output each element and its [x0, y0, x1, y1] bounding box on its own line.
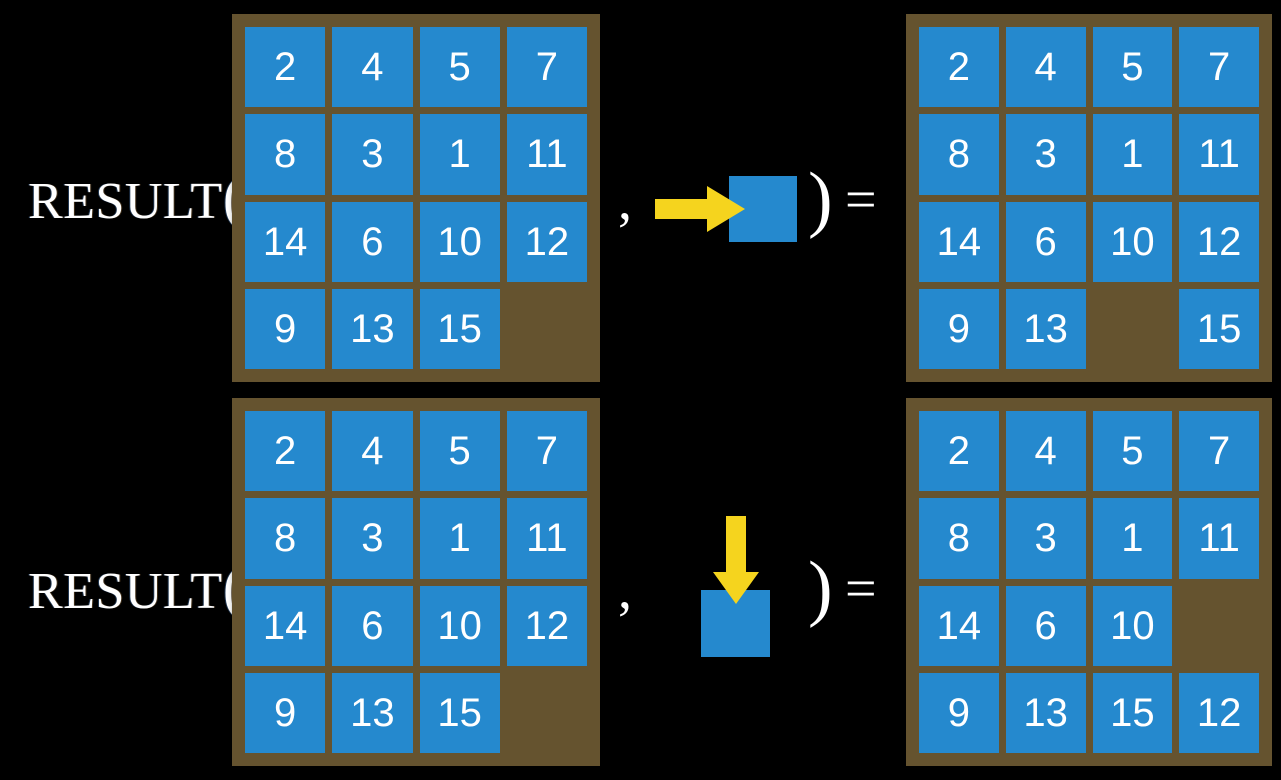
argument-separator-comma-1: ,	[618, 170, 632, 232]
puzzle-tile[interactable]: 3	[332, 498, 413, 579]
result-word-1: RESULT	[28, 173, 223, 230]
puzzle-tile[interactable]: 13	[332, 288, 413, 369]
puzzle-tile[interactable]: 2	[919, 27, 999, 108]
puzzle-tile[interactable]: 9	[245, 672, 326, 753]
puzzle-tile[interactable]: 13	[1005, 672, 1086, 753]
puzzle-tile[interactable]: 15	[1179, 288, 1259, 369]
puzzle-tile[interactable]: 14	[245, 201, 326, 282]
empty-cell	[507, 289, 587, 369]
puzzle-tile[interactable]: 11	[506, 498, 587, 579]
equals-sign-2: =	[845, 558, 877, 620]
arrow-right-icon	[655, 186, 745, 232]
empty-cell	[1093, 289, 1173, 369]
puzzle-tile[interactable]: 1	[1092, 498, 1173, 579]
result-function-label-1: RESULT(	[28, 167, 244, 232]
puzzle-tile[interactable]: 11	[1179, 114, 1259, 195]
puzzle-tile[interactable]: 9	[245, 288, 326, 369]
puzzle-tile[interactable]: 6	[332, 201, 413, 282]
puzzle-tile[interactable]: 13	[332, 672, 413, 753]
result-word-2: RESULT	[28, 563, 223, 620]
puzzle-tile[interactable]: 1	[419, 498, 500, 579]
puzzle-tile[interactable]: 3	[1005, 114, 1086, 195]
puzzle-tile[interactable]: 5	[419, 27, 500, 108]
puzzle-tile[interactable]: 2	[245, 27, 326, 108]
puzzle-tile[interactable]: 13	[1005, 288, 1086, 369]
puzzle-tile[interactable]: 15	[1092, 672, 1173, 753]
puzzle-tile[interactable]: 14	[919, 585, 999, 666]
puzzle-tile[interactable]: 6	[1005, 201, 1086, 282]
puzzle-tile[interactable]: 12	[1179, 672, 1259, 753]
puzzle-tile[interactable]: 2	[919, 411, 999, 492]
puzzle-tile[interactable]: 7	[506, 27, 587, 108]
puzzle-tile[interactable]: 4	[1005, 27, 1086, 108]
puzzle-tile[interactable]: 6	[1005, 585, 1086, 666]
puzzle-tile[interactable]: 2	[245, 411, 326, 492]
puzzle-tile[interactable]: 3	[1005, 498, 1086, 579]
equals-sign-1: =	[845, 169, 877, 231]
puzzle-tile[interactable]: 8	[245, 114, 326, 195]
close-paren-1: )	[808, 158, 833, 240]
puzzle-tile[interactable]: 10	[1092, 585, 1173, 666]
puzzle-tile[interactable]: 15	[419, 288, 500, 369]
close-paren-2: )	[808, 547, 833, 629]
empty-cell	[1179, 586, 1259, 666]
puzzle-tile[interactable]: 5	[1092, 27, 1173, 108]
puzzle-tile[interactable]: 9	[919, 672, 999, 753]
puzzle-tile[interactable]: 10	[419, 585, 500, 666]
puzzle-tile[interactable]: 14	[919, 201, 999, 282]
puzzle-tile[interactable]: 6	[332, 585, 413, 666]
puzzle-tile[interactable]: 4	[332, 27, 413, 108]
result-function-label-2: RESULT(	[28, 557, 244, 622]
puzzle-tile[interactable]: 1	[1092, 114, 1173, 195]
puzzle-tile[interactable]: 12	[506, 201, 587, 282]
puzzle-tile[interactable]: 8	[245, 498, 326, 579]
puzzle-tile[interactable]: 3	[332, 114, 413, 195]
puzzle-tile[interactable]: 7	[506, 411, 587, 492]
puzzle-tile[interactable]: 7	[1179, 27, 1259, 108]
puzzle-tile[interactable]: 4	[332, 411, 413, 492]
arrow-down-icon	[713, 516, 759, 604]
argument-separator-comma-2: ,	[618, 559, 632, 621]
puzzle-tile[interactable]: 11	[506, 114, 587, 195]
empty-cell	[507, 673, 587, 753]
puzzle-tile[interactable]: 8	[919, 498, 999, 579]
puzzle-tile[interactable]: 5	[1092, 411, 1173, 492]
puzzle-tile[interactable]: 14	[245, 585, 326, 666]
puzzle-tile[interactable]: 11	[1179, 498, 1259, 579]
puzzle-tile[interactable]: 12	[1179, 201, 1259, 282]
puzzle-tile[interactable]: 15	[419, 672, 500, 753]
puzzle-tile[interactable]: 12	[506, 585, 587, 666]
puzzle-tile[interactable]: 1	[419, 114, 500, 195]
puzzle-tile[interactable]: 10	[419, 201, 500, 282]
puzzle-tile[interactable]: 9	[919, 288, 999, 369]
puzzle-tile[interactable]: 7	[1179, 411, 1259, 492]
puzzle-tile[interactable]: 4	[1005, 411, 1086, 492]
puzzle-tile[interactable]: 5	[419, 411, 500, 492]
puzzle-tile[interactable]: 10	[1092, 201, 1173, 282]
puzzle-tile[interactable]: 8	[919, 114, 999, 195]
